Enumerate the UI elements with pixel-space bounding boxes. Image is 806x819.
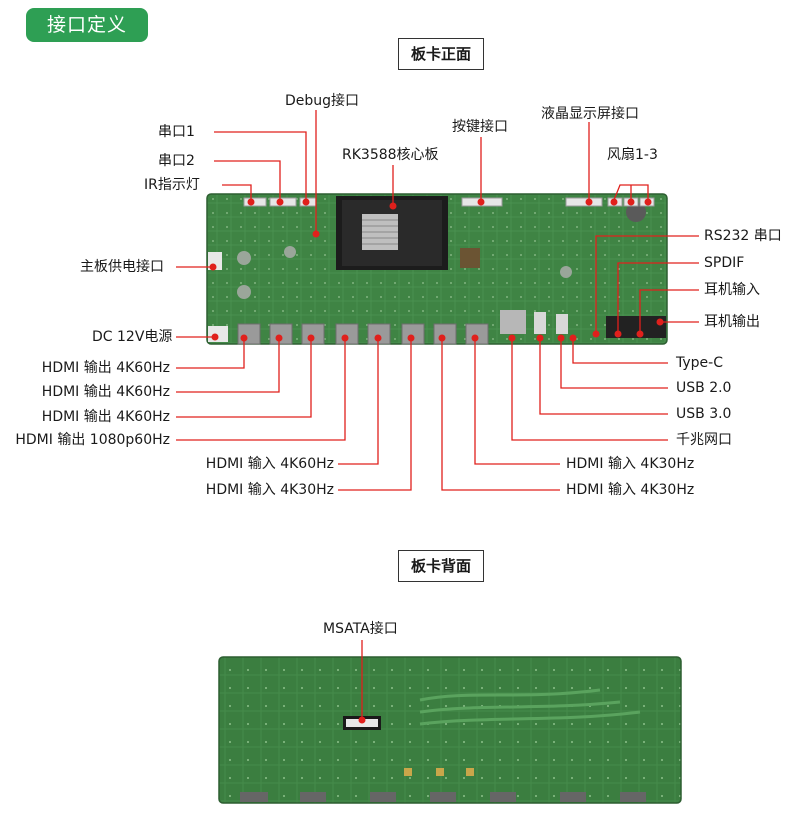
label-hdmi-in-4: HDMI 输入 4K30Hz (566, 482, 695, 498)
label-keys: 按键接口 (452, 119, 508, 135)
label-lcd: 液晶显示屏接口 (541, 106, 639, 122)
label-rs232: RS232 串口 (704, 228, 782, 244)
label-hdmi-in-3: HDMI 输入 4K30Hz (566, 456, 695, 472)
label-hdmi-in-1: HDMI 输入 4K60Hz (205, 456, 334, 472)
label-gbe: 千兆网口 (676, 432, 732, 448)
label-typec: Type-C (676, 355, 723, 371)
label-fan: 风扇1-3 (607, 147, 658, 163)
label-rk3588: RK3588核心板 (342, 147, 439, 163)
label-msata: MSATA接口 (323, 621, 398, 637)
label-ir: IR指示灯 (144, 177, 200, 193)
label-serial2: 串口2 (158, 153, 195, 169)
label-ear-out: 耳机输出 (704, 314, 760, 330)
label-ear-in: 耳机输入 (704, 282, 760, 298)
label-dc12v: DC 12V电源 (92, 329, 173, 345)
label-usb2: USB 2.0 (676, 380, 732, 396)
markers (209, 198, 664, 724)
label-hdmi-in-2: HDMI 输入 4K30Hz (205, 482, 334, 498)
label-debug: Debug接口 (285, 93, 360, 109)
back-title: 板卡背面 (398, 550, 484, 582)
label-hdmi-out-2: HDMI 输出 4K60Hz (41, 384, 170, 400)
label-hdmi-out-1: HDMI 输出 4K60Hz (41, 360, 170, 376)
label-usb3: USB 3.0 (676, 406, 732, 422)
section-header: 接口定义 (26, 8, 148, 42)
label-power-main: 主板供电接口 (80, 259, 164, 275)
front-pcb (206, 193, 668, 345)
label-spdif: SPDIF (704, 255, 745, 271)
label-hdmi-out-4: HDMI 输出 1080p60Hz (15, 432, 170, 448)
label-hdmi-out-3: HDMI 输出 4K60Hz (41, 409, 170, 425)
front-title: 板卡正面 (398, 38, 484, 70)
back-pcb (218, 656, 682, 804)
leader-lines (176, 110, 699, 718)
label-serial1: 串口1 (158, 124, 195, 140)
